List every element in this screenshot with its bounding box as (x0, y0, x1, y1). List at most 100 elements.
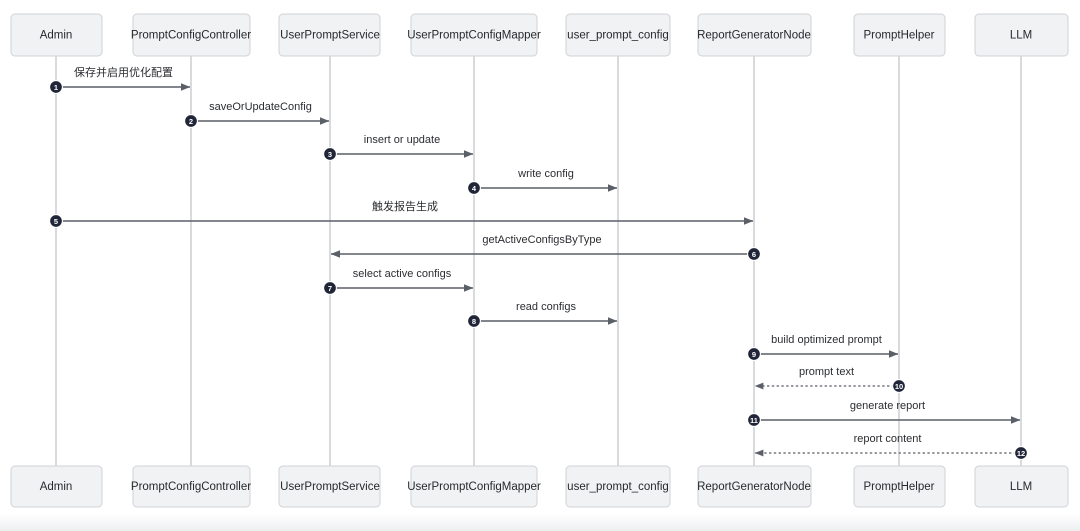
message-4[interactable]: write config (474, 168, 618, 192)
actor-label: UserPromptConfigMapper (407, 481, 541, 493)
sequence-number-text: 9 (752, 350, 756, 359)
actor-box-shape (853, 465, 946, 508)
message-label-4: write config (517, 168, 574, 180)
actor-box-shape (974, 13, 1069, 57)
actor-label: PromptConfigController (131, 30, 251, 42)
actor-header-reportgeneratornode[interactable]: ReportGeneratorNode (697, 13, 812, 57)
message-label-12: report content (854, 433, 922, 445)
actor-footer-admin[interactable]: Admin (10, 465, 103, 508)
actor-header-user_prompt_config[interactable]: user_prompt_config (565, 13, 671, 57)
sequence-number-text: 11 (750, 416, 758, 425)
message-label-8: read configs (516, 301, 576, 313)
actor-box-shape (10, 465, 103, 508)
actor-label: Admin (40, 481, 73, 493)
sequence-number-circle (184, 114, 198, 128)
actor-header-userpromptservice[interactable]: UserPromptService (278, 13, 381, 57)
header-actors-layer: Admin PromptConfigController UserPromptSer… (10, 13, 1069, 57)
message-11[interactable]: generate report (754, 400, 1021, 424)
sequence-number-1: 1 (49, 80, 63, 94)
actor-footer-promptconfigcontroller[interactable]: PromptConfigController (131, 465, 251, 508)
actor-box-shape (132, 465, 251, 508)
actor-header-admin[interactable]: Admin (10, 13, 103, 57)
sequence-number-9: 9 (747, 347, 761, 361)
sequence-number-circle (323, 147, 337, 161)
sequence-number-circle (747, 347, 761, 361)
sequence-number-circle (49, 214, 63, 228)
message-10[interactable]: prompt text (754, 366, 899, 390)
message-8[interactable]: read configs (474, 301, 618, 325)
message-label-10: prompt text (799, 366, 854, 378)
footer-actors-layer: Admin PromptConfigController UserPromptSer… (10, 465, 1069, 508)
sequence-number-11: 11 (747, 413, 761, 427)
sequence-number-12: 12 (1014, 446, 1028, 460)
sequence-number-circle (323, 281, 337, 295)
actor-label: PromptConfigController (131, 481, 251, 493)
message-label-1: 保存并启用优化配置 (74, 65, 173, 79)
actor-footer-reportgeneratornode[interactable]: ReportGeneratorNode (697, 465, 812, 508)
actor-box-shape (278, 13, 381, 57)
sequence-number-text: 7 (328, 284, 332, 293)
message-7[interactable]: select active configs (330, 268, 474, 292)
actor-box-shape (565, 13, 671, 57)
actor-label: UserPromptService (280, 481, 380, 493)
actor-header-promptconfigcontroller[interactable]: PromptConfigController (131, 13, 251, 57)
actor-box-shape (853, 13, 946, 57)
actor-footer-llm[interactable]: LLM (974, 465, 1069, 508)
message-label-5: 触发报告生成 (372, 199, 438, 213)
sequence-number-text: 8 (472, 317, 476, 326)
message-2[interactable]: saveOrUpdateConfig (191, 101, 330, 125)
sequence-number-6: 6 (747, 247, 761, 261)
actor-box-shape (697, 13, 812, 57)
sequence-number-text: 10 (895, 382, 903, 391)
sequence-number-circle (1014, 446, 1028, 460)
message-9[interactable]: build optimized prompt (754, 334, 899, 358)
actor-label: PromptHelper (864, 481, 935, 493)
message-12[interactable]: report content (754, 433, 1021, 457)
sequence-number-7: 7 (323, 281, 337, 295)
actor-box-shape (410, 465, 538, 508)
actor-footer-prompthelper[interactable]: PromptHelper (853, 465, 946, 508)
sequence-number-text: 12 (1017, 449, 1025, 458)
message-6[interactable]: getActiveConfigsByType (330, 234, 754, 258)
message-label-6: getActiveConfigsByType (482, 234, 601, 246)
sequence-number-5: 5 (49, 214, 63, 228)
sequence-number-text: 1 (54, 83, 58, 92)
actor-header-llm[interactable]: LLM (974, 13, 1069, 57)
actor-box-shape (565, 465, 671, 508)
actor-label: ReportGeneratorNode (697, 30, 811, 42)
message-label-11: generate report (850, 400, 925, 412)
actor-footer-userpromptservice[interactable]: UserPromptService (278, 465, 381, 508)
actor-header-userpromptconfigmapper[interactable]: UserPromptConfigMapper (407, 13, 541, 57)
actor-box-shape (10, 13, 103, 57)
sequence-number-text: 6 (752, 250, 756, 259)
sequence-number-text: 2 (189, 117, 193, 126)
sequence-number-circle (467, 181, 481, 195)
sequence-number-3: 3 (323, 147, 337, 161)
sequence-number-4: 4 (467, 181, 481, 195)
actor-box-shape (132, 13, 251, 57)
sequence-number-circle (49, 80, 63, 94)
actor-box-shape (974, 465, 1069, 508)
sequence-number-8: 8 (467, 314, 481, 328)
message-3[interactable]: insert or update (330, 134, 474, 158)
actor-label: user_prompt_config (567, 30, 669, 42)
message-5[interactable]: 触发报告生成 (56, 199, 754, 225)
sequence-number-circle (892, 379, 906, 393)
actor-label: PromptHelper (864, 30, 935, 42)
actor-footer-userpromptconfigmapper[interactable]: UserPromptConfigMapper (407, 465, 541, 508)
message-1[interactable]: 保存并启用优化配置 (56, 65, 191, 91)
actor-label: user_prompt_config (567, 481, 669, 493)
actor-label: UserPromptConfigMapper (407, 30, 541, 42)
actor-footer-user_prompt_config[interactable]: user_prompt_config (565, 465, 671, 508)
message-label-7: select active configs (353, 268, 452, 280)
sequence-number-text: 4 (472, 184, 477, 193)
actor-label: LLM (1010, 30, 1032, 42)
actor-label: LLM (1010, 481, 1032, 493)
actor-header-prompthelper[interactable]: PromptHelper (853, 13, 946, 57)
sequence-number-circle (747, 247, 761, 261)
actor-label: UserPromptService (280, 30, 380, 42)
message-label-9: build optimized prompt (771, 334, 882, 346)
